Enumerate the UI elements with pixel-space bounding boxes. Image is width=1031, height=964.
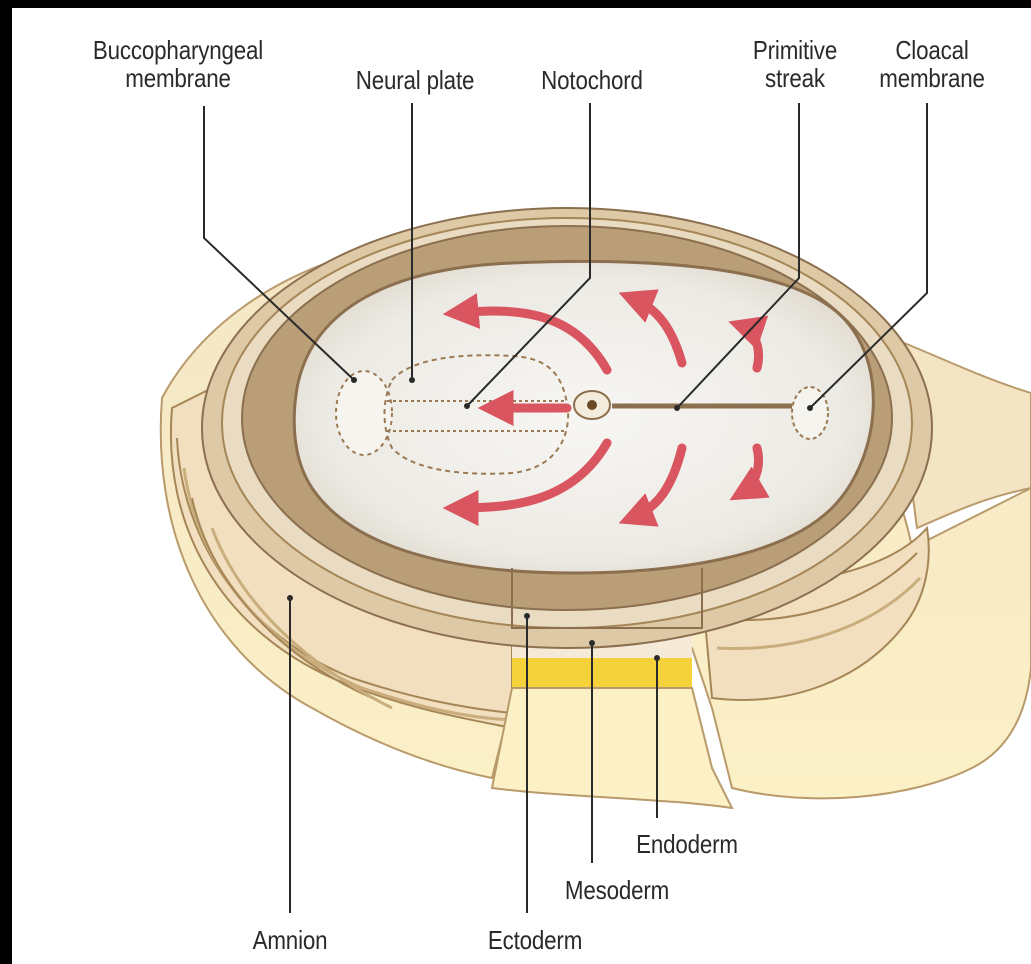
- embryonic-disc-illustration: [12, 8, 1031, 964]
- diagram-canvas: Buccopharyngeal membrane Neural plate No…: [12, 8, 1031, 964]
- label-notochord: Notochord: [528, 66, 657, 94]
- label-mesoderm: Mesoderm: [557, 876, 677, 904]
- label-buccopharyngeal-membrane: Buccopharyngeal membrane: [92, 36, 264, 92]
- label-amnion: Amnion: [238, 926, 341, 954]
- label-neural-plate: Neural plate: [342, 66, 488, 94]
- label-endoderm: Endoderm: [627, 830, 747, 858]
- label-primitive-streak: Primitive streak: [739, 36, 851, 92]
- label-cloacal-membrane: Cloacal membrane: [863, 36, 1001, 92]
- endoderm-cut: [512, 658, 692, 688]
- label-ectoderm: Ectoderm: [479, 926, 591, 954]
